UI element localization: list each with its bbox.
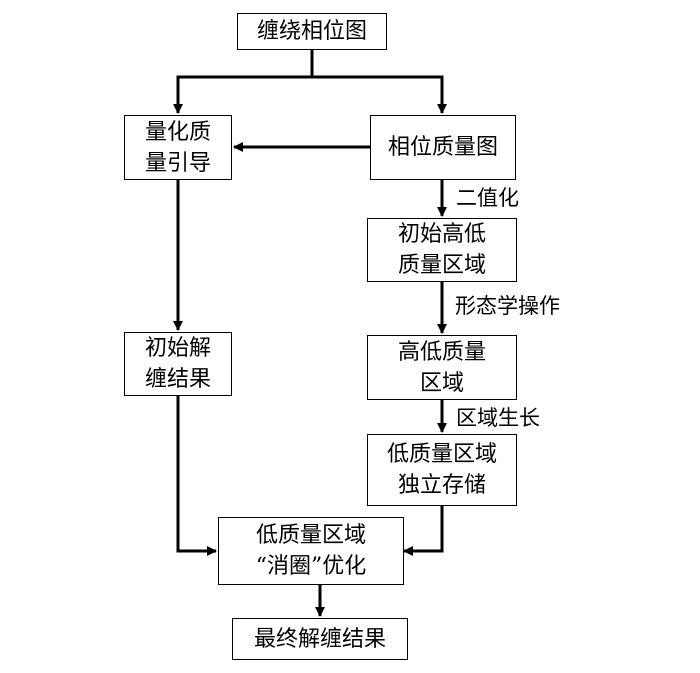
node-quality-guided: 量化质 量引导 bbox=[124, 115, 232, 180]
node-low-quality-optimization-label: 低质量区域 “消圈”优化 bbox=[255, 523, 367, 579]
arrow-stored-to-optimization bbox=[403, 506, 444, 556]
node-low-quality-regions-stored-label: 低质量区域 独立存储 bbox=[386, 442, 497, 498]
node-final-unwrap-result: 最终解缠结果 bbox=[232, 618, 408, 660]
edge-label-binarize: 二值化 bbox=[456, 186, 519, 210]
node-quality-guided-label: 量化质 量引导 bbox=[144, 119, 211, 176]
edge-label-morphology: 形态学操作 bbox=[455, 294, 560, 318]
node-final-unwrap-result-label: 最终解缠结果 bbox=[253, 626, 386, 652]
node-initial-unwrap-result-label: 初始解 缠结果 bbox=[144, 336, 211, 392]
arrow-phase-map-split-right bbox=[312, 75, 447, 114]
node-hi-lo-regions-label: 高低质量 区域 bbox=[397, 339, 486, 396]
arrow-initial-result-to-optimization bbox=[176, 396, 217, 556]
node-low-quality-regions-stored: 低质量区域 独立存储 bbox=[367, 434, 517, 506]
node-hi-lo-regions: 高低质量 区域 bbox=[367, 335, 517, 400]
edge-label-region-growing: 区域生长 bbox=[456, 406, 540, 430]
node-initial-hi-lo-regions: 初始高低 质量区域 bbox=[367, 218, 517, 282]
arrow-phase-map-split-left bbox=[173, 50, 314, 114]
node-phase-quality-map: 相位质量图 bbox=[370, 115, 516, 180]
node-initial-hi-lo-regions-label: 初始高低 质量区域 bbox=[397, 222, 486, 278]
node-phase-quality-map-label: 相位质量图 bbox=[387, 135, 498, 160]
node-phase-map-label: 缠绕相位图 bbox=[256, 19, 367, 44]
node-initial-unwrap-result: 初始解 缠结果 bbox=[124, 332, 232, 396]
node-low-quality-optimization: 低质量区域 “消圈”优化 bbox=[218, 517, 404, 585]
node-phase-map: 缠绕相位图 bbox=[237, 13, 387, 50]
